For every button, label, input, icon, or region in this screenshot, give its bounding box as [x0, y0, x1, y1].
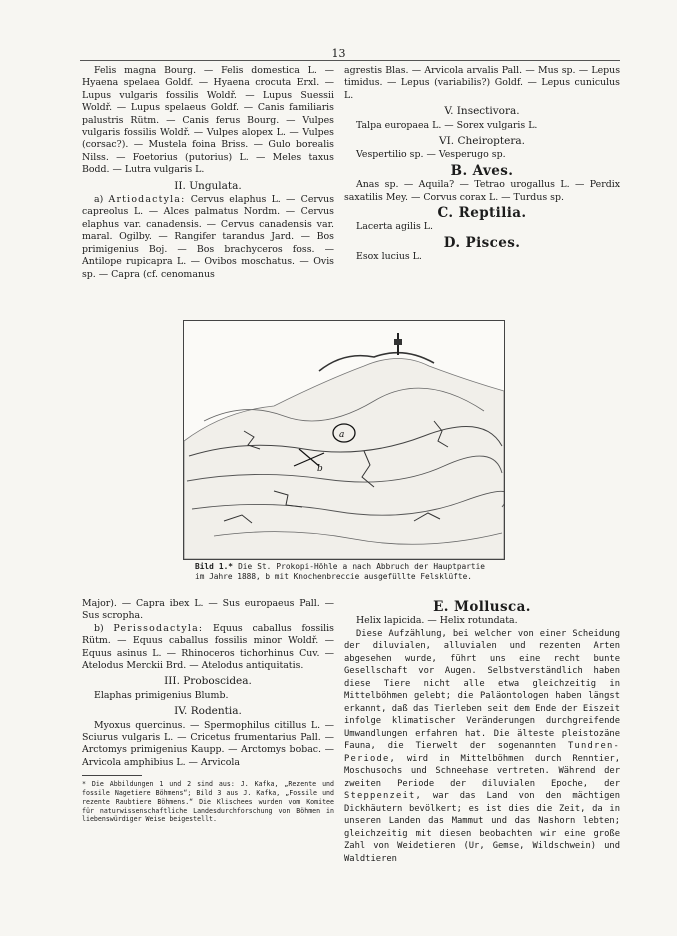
bottom-left-column: Major). — Capra ibex L. — Sus europaeus …	[82, 598, 334, 824]
carnivora-list: Felis magna Bourg. — Felis domestica L. …	[82, 65, 334, 176]
perissodactyla-term: Perissodactyla:	[113, 622, 204, 634]
artiodactyla-term: Artiodactyla:	[108, 194, 186, 206]
marker-a: a	[339, 430, 344, 440]
artiodactyla-continued: Major). — Capra ibex L. — Sus europaeus …	[82, 598, 334, 622]
bottom-right-column: E. Mollusca. Helix lapicida. — Helix rot…	[344, 598, 620, 865]
artiodactyla-text: Cervus elaphus L. — Cervus capreolus L. …	[82, 194, 335, 280]
heading-mollusca: E. Mollusca.	[433, 599, 531, 615]
top-left-column: Felis magna Bourg. — Felis domestica L. …	[82, 65, 334, 281]
perissodactyla-label: b)	[94, 622, 104, 634]
caption-text: Die St. Prokopi-Höhle a nach Abbruch der…	[195, 562, 485, 582]
heading-rodentia: IV. Rodentia.	[174, 705, 242, 718]
heading-reptilia: C. Reptilia.	[437, 205, 527, 222]
heading-insectivora: V. Insectivora.	[444, 105, 520, 118]
footnote-rule	[82, 775, 142, 777]
heading-cheiroptera: VI. Cheiroptera.	[439, 135, 525, 148]
footnote: * Die Abbildungen 1 und 2 sind aus: J. K…	[82, 780, 334, 824]
figure-caption: Bild 1.* Die St. Prokopi-Höhle a nach Ab…	[195, 562, 485, 583]
cheiroptera-list: Vespertilio sp. — Vesperugo sp.	[356, 149, 506, 161]
body-text-b: wird in Mittelböhmen durch Renntier, Mos…	[344, 753, 620, 789]
rodentia-continued: agrestis Blas. — Arvicola arvalis Pall. …	[344, 65, 620, 101]
body-text-a: Diese Aufzählung, bei welcher von einer …	[344, 628, 620, 752]
top-right-column: agrestis Blas. — Arvicola arvalis Pall. …	[344, 65, 620, 264]
mollusca-list: Helix lapicida. — Helix rotundata.	[356, 615, 518, 627]
body-term-tundra: Tundren-Periode,	[344, 741, 620, 764]
heading-pisces: D. Pisces.	[443, 234, 521, 251]
aves-list: Anas sp. — Aquila? — Tetrao urogallus L.…	[344, 179, 620, 203]
page-number: 13	[331, 47, 346, 60]
artiodactyla-list: a) Artiodactyla: Cervus elaphus L. — Cer…	[82, 194, 334, 281]
perissodactyla-list: b) Perissodactyla: Equus caballus fossil…	[82, 623, 334, 673]
heading-ungulata: II. Ungulata.	[174, 179, 242, 192]
rock-cliff-illustration: a b	[184, 333, 504, 559]
pisces-list: Esox lucius L.	[356, 251, 422, 263]
perissodactyla-text: Equus caballus fossilis Rütm. — Equus ca…	[82, 622, 334, 672]
header-rule	[80, 60, 620, 61]
cave-photo: a b	[183, 320, 505, 560]
caption-label: Bild 1.*	[195, 562, 233, 571]
rodentia-list: Myoxus quercinus. — Spermophilus citillu…	[82, 719, 334, 768]
body-term-steppe: Steppenzeit,	[344, 791, 422, 802]
proboscidea-list: Elaphas primigenius Blumb.	[94, 689, 229, 701]
body-paragraph: Diese Aufzählung, bei welcher von einer …	[344, 628, 620, 866]
artiodactyla-label: a)	[94, 194, 104, 206]
insectivora-list: Talpa europaea L. — Sorex vulgaris L.	[356, 119, 538, 131]
reptilia-list: Lacerta agilis L.	[356, 221, 434, 233]
heading-aves: B. Aves.	[450, 162, 514, 179]
body-text-c: war das Land von den mächtigen Dickhäute…	[344, 791, 620, 864]
marker-b: b	[317, 464, 323, 474]
heading-proboscidea: III. Proboscidea.	[164, 675, 252, 688]
